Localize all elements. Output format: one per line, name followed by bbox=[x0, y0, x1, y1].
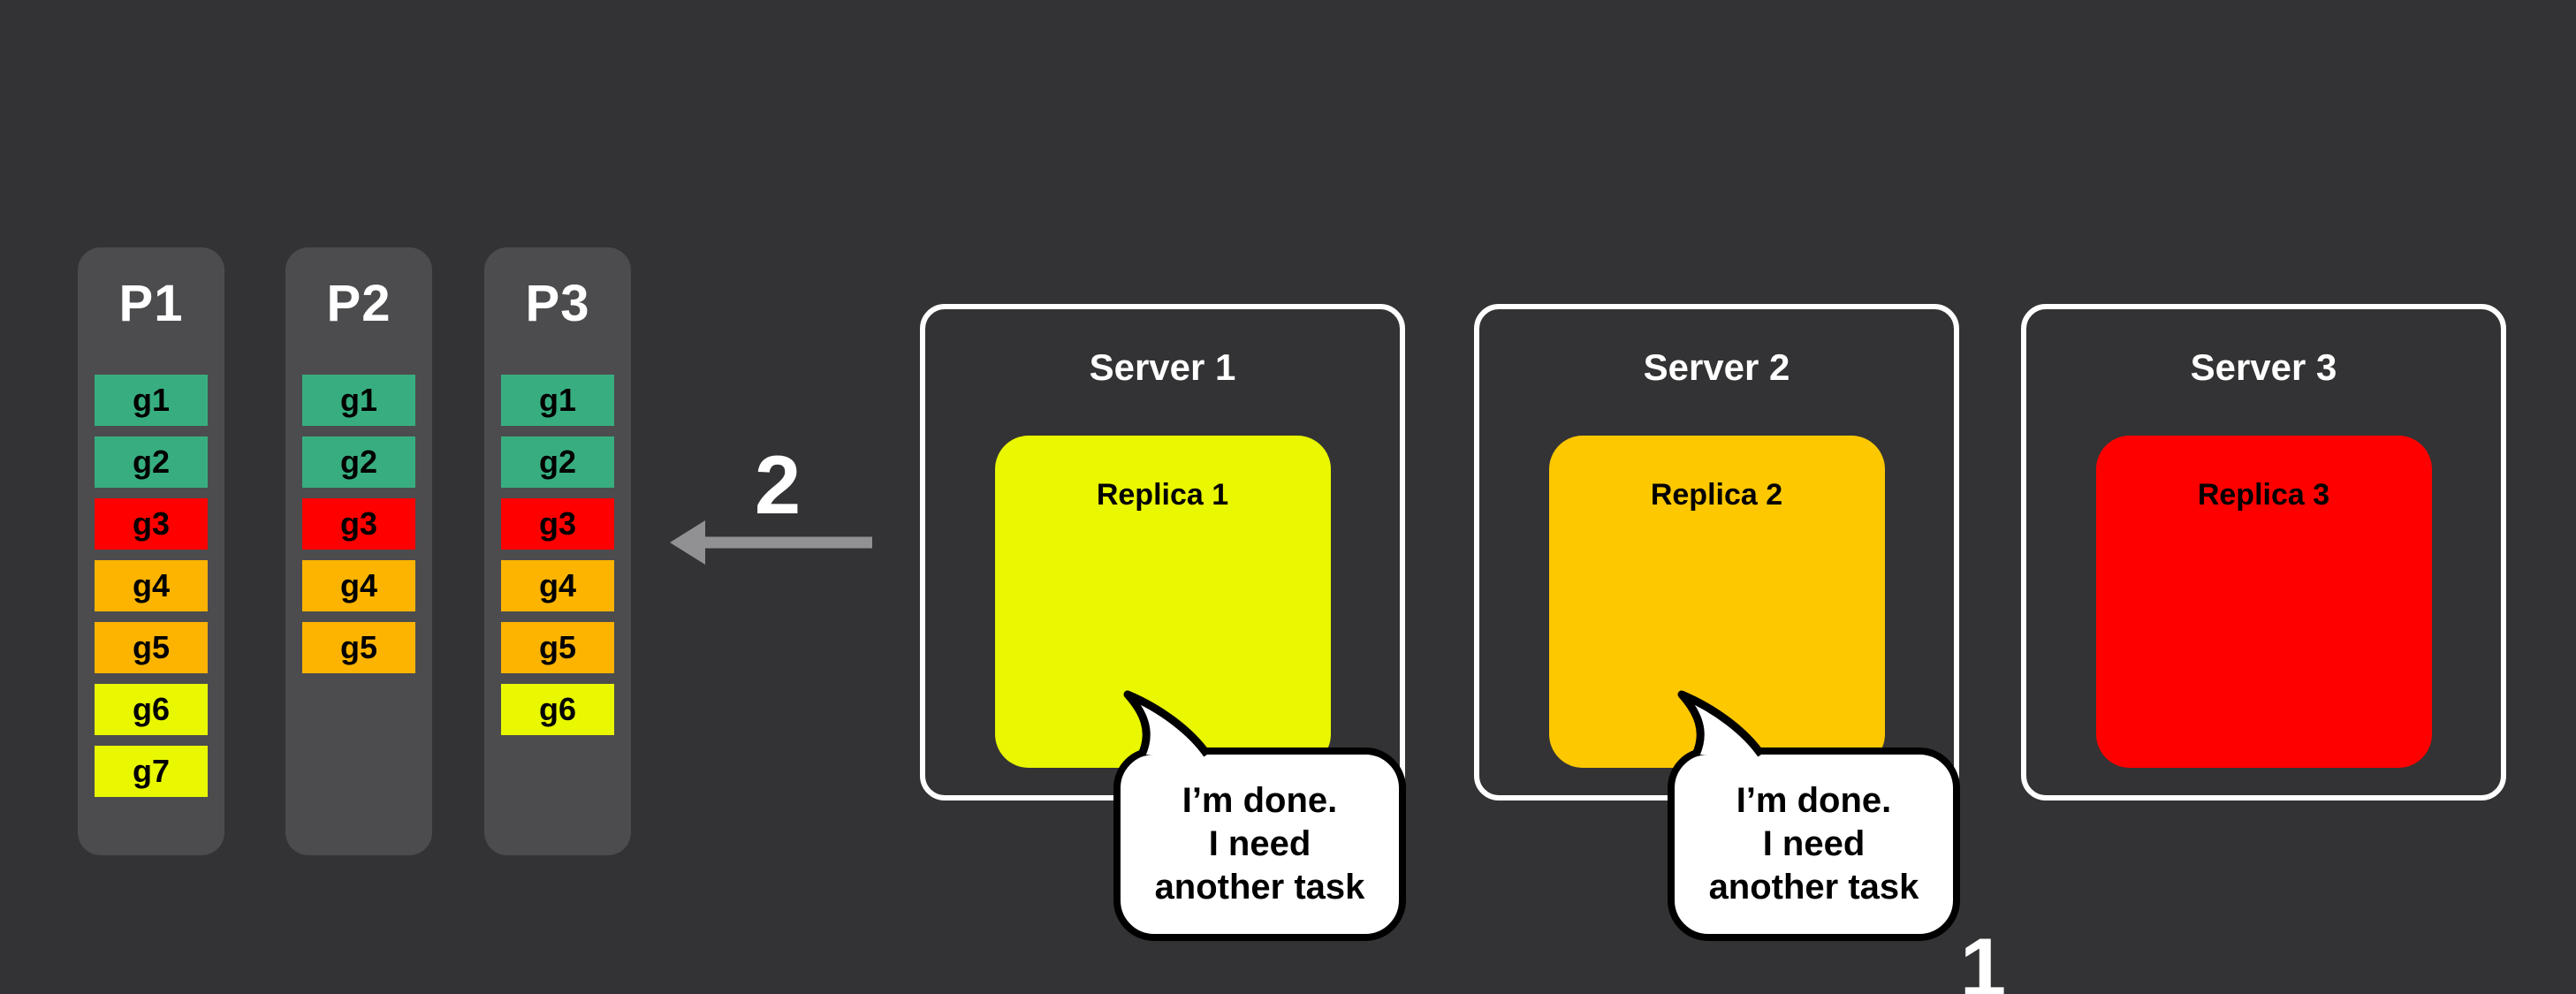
step-2-label: 2 bbox=[754, 438, 802, 531]
speech-bubble-2-tail-icon bbox=[1677, 690, 1765, 757]
task-p3-g1: g1 bbox=[501, 375, 614, 426]
task-p1-g2: g2 bbox=[95, 436, 208, 488]
replica-3-box: Replica 3 bbox=[2095, 436, 2432, 768]
task-p2-g2: g2 bbox=[302, 436, 415, 488]
queue-p2-tasks: g1 g2 g3 g4 g5 bbox=[302, 375, 415, 684]
server-3-title: Server 3 bbox=[2190, 346, 2337, 388]
task-p2-g3: g3 bbox=[302, 498, 415, 550]
speech-bubble-replica-2: I’m done. I need another task bbox=[1668, 747, 1960, 941]
step-1-label: 1 bbox=[1959, 921, 2007, 994]
replica-3-label: Replica 3 bbox=[2197, 478, 2330, 512]
task-p3-g2: g2 bbox=[501, 436, 614, 488]
speech-bubble-1-line-1: I’m done. bbox=[1182, 781, 1338, 821]
queue-p3-title: P3 bbox=[525, 275, 590, 332]
task-p1-g4: g4 bbox=[95, 560, 208, 611]
queue-p1-tasks: g1 g2 g3 g4 g5 g6 g7 bbox=[95, 375, 208, 808]
queue-p3-tasks: g1 g2 g3 g4 g5 g6 bbox=[501, 375, 614, 746]
task-p2-g4: g4 bbox=[302, 560, 415, 611]
queue-p2-title: P2 bbox=[326, 275, 391, 332]
task-p1-g5: g5 bbox=[95, 622, 208, 673]
task-p2-g1: g1 bbox=[302, 375, 415, 426]
replica-1-label: Replica 1 bbox=[1096, 478, 1229, 512]
queue-p1-title: P1 bbox=[118, 275, 184, 332]
task-p3-g3: g3 bbox=[501, 498, 614, 550]
speech-bubble-2-line-2: I need bbox=[1762, 824, 1866, 864]
speech-bubble-replica-1: I’m done. I need another task bbox=[1113, 747, 1406, 941]
speech-bubble-1-tail-icon bbox=[1123, 690, 1211, 757]
task-p2-g5: g5 bbox=[302, 622, 415, 673]
speech-bubble-1-line-3: another task bbox=[1154, 867, 1365, 907]
task-p1-g3: g3 bbox=[95, 498, 208, 550]
server-2-title: Server 2 bbox=[1643, 346, 1790, 388]
task-p3-g4: g4 bbox=[501, 560, 614, 611]
speech-bubble-2-line-1: I’m done. bbox=[1736, 781, 1892, 821]
replica-2-label: Replica 2 bbox=[1650, 478, 1783, 512]
queue-p3: P3 g1 g2 g3 g4 g5 g6 bbox=[484, 247, 631, 855]
speech-bubble-1-line-2: I need bbox=[1208, 824, 1311, 864]
queue-p1: P1 g1 g2 g3 g4 g5 g6 g7 bbox=[78, 247, 224, 855]
queue-p2: P2 g1 g2 g3 g4 g5 bbox=[285, 247, 432, 855]
server-1-title: Server 1 bbox=[1089, 346, 1236, 388]
server-3-box: Server 3 Replica 3 bbox=[2021, 304, 2506, 801]
task-p3-g6: g6 bbox=[501, 684, 614, 735]
speech-bubble-2-line-3: another task bbox=[1708, 867, 1919, 907]
task-p1-g7: g7 bbox=[95, 746, 208, 797]
task-p1-g6: g6 bbox=[95, 684, 208, 735]
task-p1-g1: g1 bbox=[95, 375, 208, 426]
task-p3-g5: g5 bbox=[501, 622, 614, 673]
left-arrow-icon bbox=[670, 520, 872, 565]
